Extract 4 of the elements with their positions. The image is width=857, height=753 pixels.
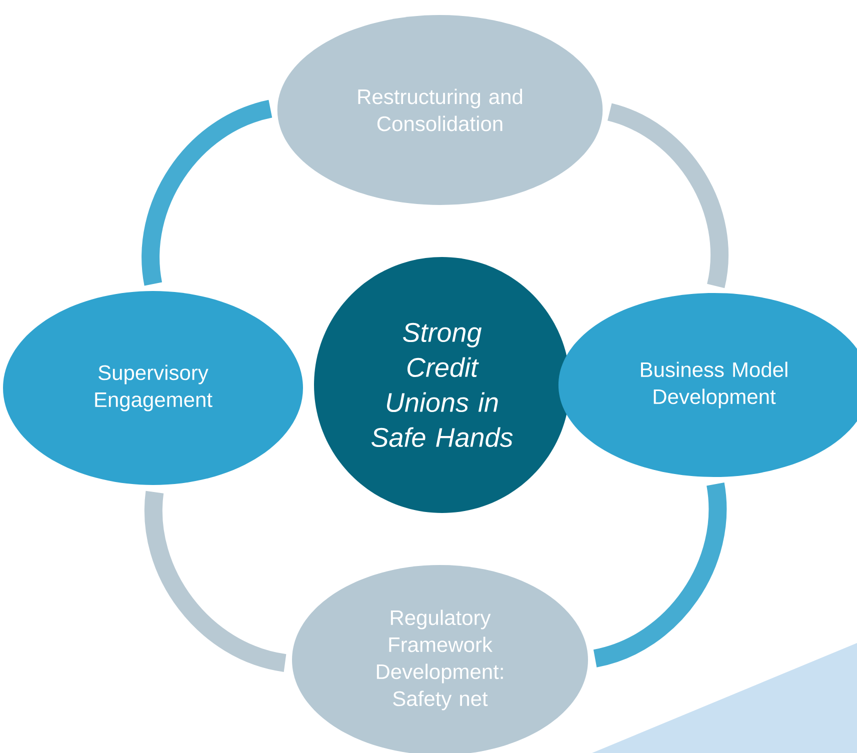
connector-arc xyxy=(606,103,728,288)
connector-arc xyxy=(142,100,273,286)
connector-arc xyxy=(592,483,727,668)
connector-arc xyxy=(144,492,287,672)
